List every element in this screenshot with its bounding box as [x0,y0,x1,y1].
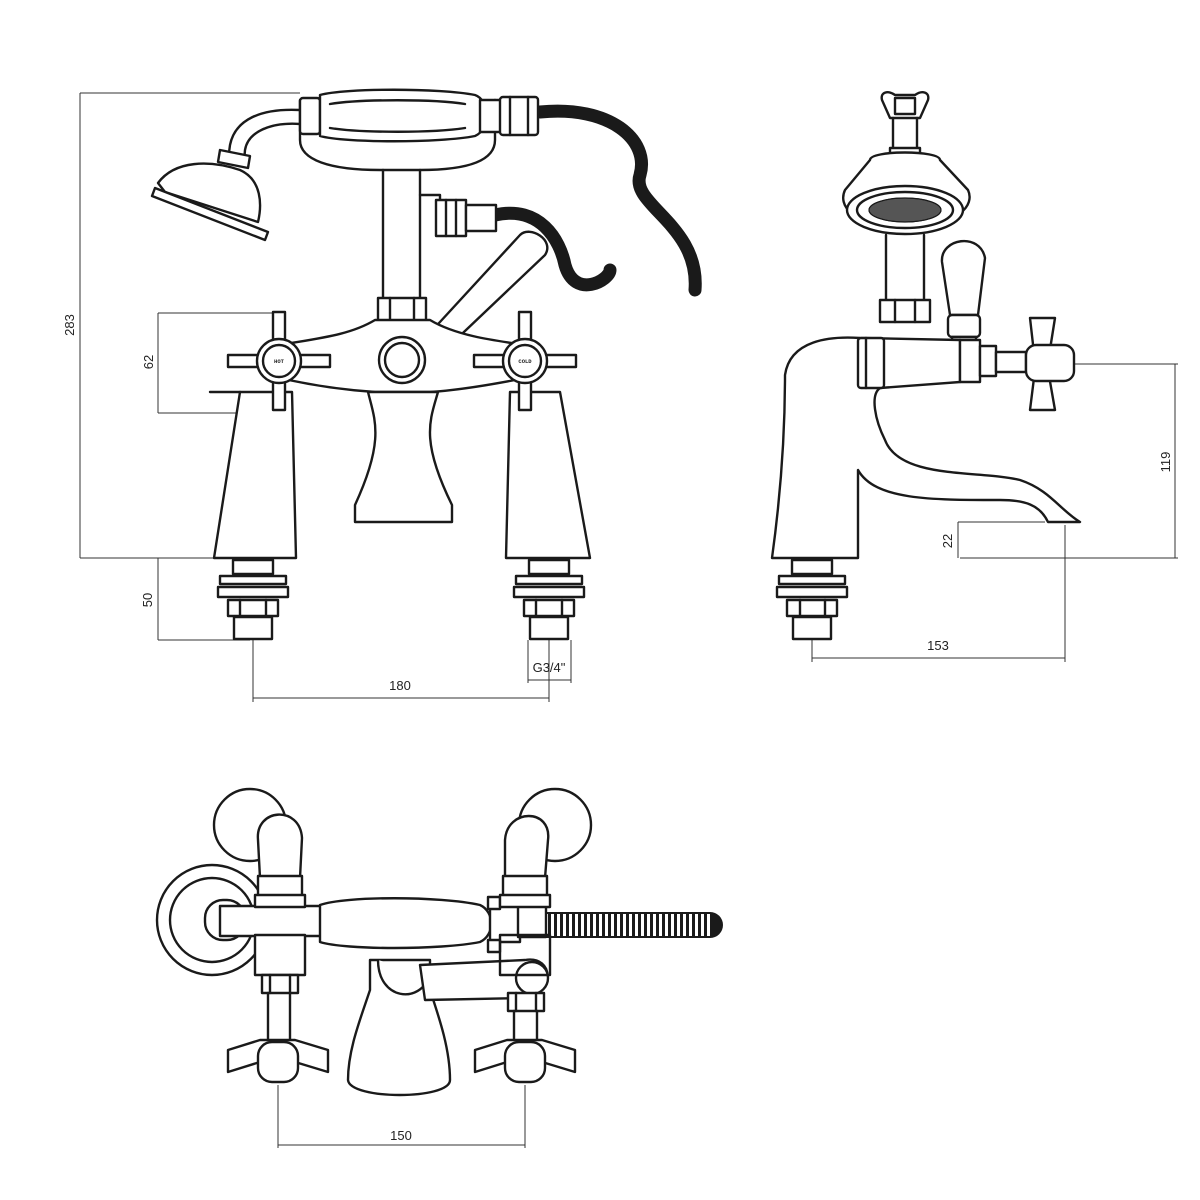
hot-cross-handle: HOT [226,310,332,412]
dim-119-label: 119 [1158,452,1173,473]
top-hot-cross-handle [226,1038,330,1084]
dim-180-label: 180 [389,678,411,693]
dimension-projection: 153 [811,525,1066,662]
side-tail-fitting [775,558,849,641]
cold-tail-fitting [512,558,586,641]
hot-pillar [208,390,298,560]
central-riser [381,168,422,302]
side-cross-handle [994,316,1076,412]
side-riser [884,233,926,302]
dimension-top-centres: 150 [277,1085,526,1148]
top-cold-cross-handle [473,1038,577,1084]
hot-label: HOT [274,358,285,365]
side-riser-nut [878,298,932,324]
handset-handle [298,88,540,143]
dim-153-label: 153 [927,638,949,653]
shower-head [150,148,270,242]
cold-pillar [504,390,592,560]
dimension-thread: G3/4" [527,640,572,683]
top-cold-fittings [498,933,552,1042]
dim-50-label: 50 [140,593,155,607]
side-shower-head [842,151,971,236]
dimension-spout-clearance: 22 [940,521,1045,558]
handset-cradle [298,98,497,172]
side-diverter-lever [940,240,987,349]
top-shower-head [155,863,332,977]
dimension-centres: 180 [252,640,550,702]
shower-head-arm [226,108,302,162]
cold-label: COLD [518,358,532,365]
cold-cross-handle: COLD [472,310,578,412]
dim-62-label: 62 [141,355,156,369]
front-view: 283 62 50 180 G3/4" [62,88,702,702]
dim-thread-label: G3/4" [533,660,566,675]
side-tap-body [770,336,1082,560]
top-hot-knuckle [212,787,307,909]
side-handset-hook [880,91,930,160]
dim-283-label: 283 [62,314,77,336]
top-hot-fittings [253,933,307,1042]
top-view: 150 [155,787,723,1148]
hot-tail-fitting [216,558,290,641]
dim-22-label: 22 [940,534,955,548]
dimension-total-height: 283 [62,92,300,559]
tap-body [278,296,527,524]
diverter-block [434,198,498,238]
dim-150-label: 150 [390,1128,412,1143]
top-cold-knuckle [498,787,593,909]
side-view: 119 22 153 [770,91,1178,662]
dimension-spout-height: 119 [960,363,1178,559]
